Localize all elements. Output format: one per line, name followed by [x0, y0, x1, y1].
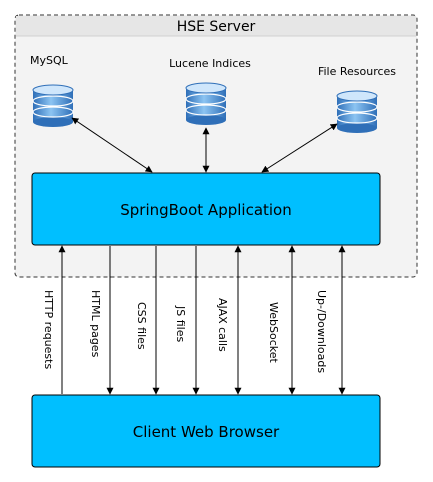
- database-icon: [336, 90, 378, 134]
- store-mysql: MySQL: [30, 54, 74, 128]
- label-websocket: WebSocket: [267, 302, 280, 363]
- label-html-pages: HTML pages: [89, 290, 102, 358]
- app-box: SpringBoot Application: [31, 172, 381, 246]
- label-js-files: JS files: [174, 305, 187, 342]
- browser-label: Client Web Browser: [133, 423, 280, 441]
- store-files: File Resources: [318, 65, 396, 134]
- browser-box: Client Web Browser: [31, 394, 381, 468]
- app-label: SpringBoot Application: [120, 201, 292, 219]
- database-icon: [32, 84, 74, 128]
- database-icon: [185, 82, 227, 126]
- server-title: HSE Server: [177, 19, 256, 35]
- arrow-files-app: [261, 123, 338, 173]
- arrow-mysql-app: [71, 117, 153, 173]
- label-http-requests: HTTP requests: [42, 290, 55, 369]
- label-ajax-calls: AJAX calls: [216, 298, 229, 352]
- store-lucene: Lucene Indices: [169, 57, 251, 126]
- lucene-label: Lucene Indices: [169, 57, 251, 70]
- label-css-files: CSS files: [135, 302, 148, 350]
- mysql-label: MySQL: [30, 54, 69, 67]
- files-label: File Resources: [318, 65, 396, 78]
- label-up-downloads: Up-/Downloads: [315, 290, 328, 373]
